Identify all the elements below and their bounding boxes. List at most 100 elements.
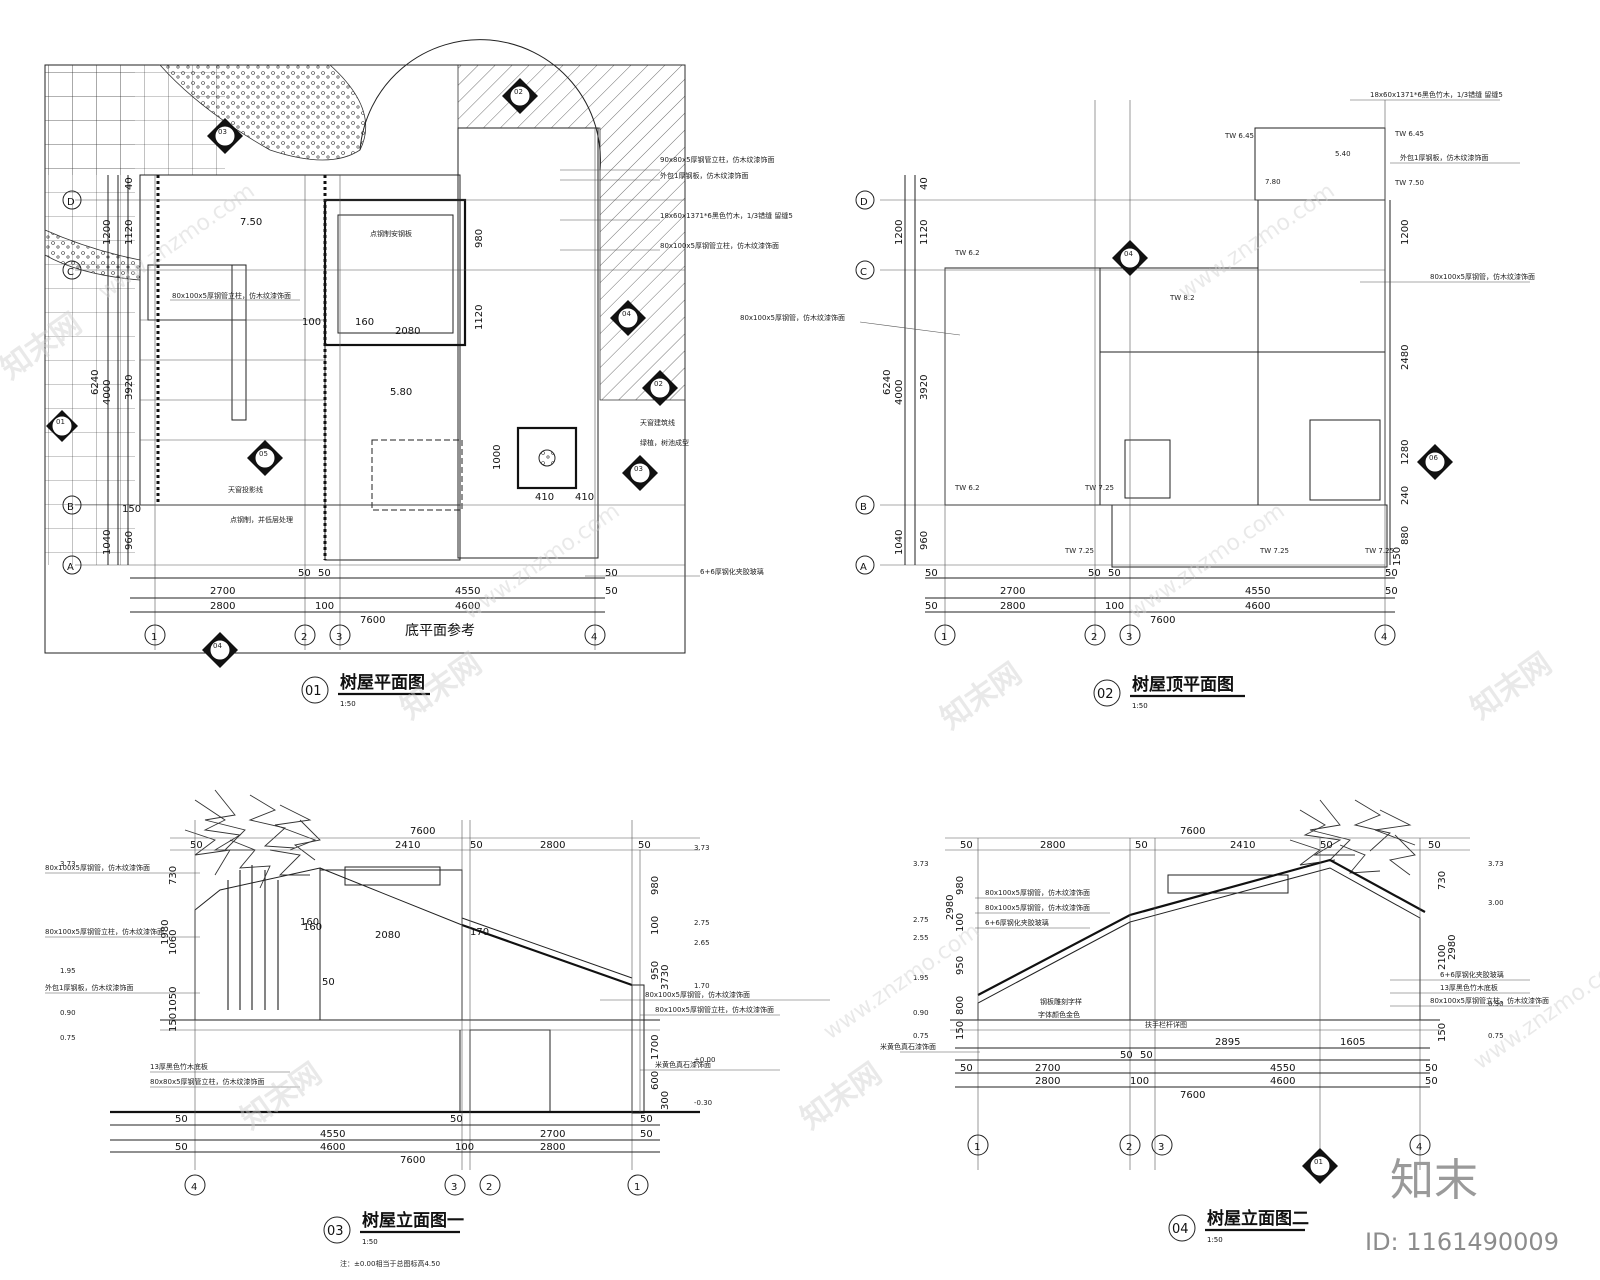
dim-text: 50 [470, 840, 483, 851]
watermark-cn: 知末网 [935, 656, 1029, 736]
dim-text: 50 [925, 568, 938, 579]
level-text: 1.95 [60, 967, 76, 975]
level-text: TW 7.50 [1394, 179, 1424, 187]
dim-text: 150 [122, 504, 141, 515]
dim-text: 170 [470, 927, 489, 938]
dim-text: 2700 [1035, 1063, 1060, 1074]
dim-text: 4550 [1245, 586, 1270, 597]
dim-text: 1980 [160, 920, 171, 945]
watermarks: 知末网 www.znzmo.com 知末网 www.znzmo.com 知末网 … [0, 179, 1600, 1256]
dim-text: 880 [1400, 526, 1411, 545]
dim-text: 100 [455, 1142, 474, 1153]
drawing-scale: 1:50 [340, 700, 356, 708]
callout: 80x100x5厚钢管，仿木纹漆饰面 [645, 990, 750, 999]
callout: 80x100x5厚钢管，仿木纹漆饰面 [985, 888, 1090, 897]
elevation-one-drawing [110, 789, 700, 1170]
grid-label: 3 [1158, 1142, 1164, 1153]
grid-label: 2 [1091, 632, 1097, 643]
level-text: 2.65 [694, 939, 710, 947]
callout: 米黄色真石漆饰面 [655, 1060, 711, 1069]
dim-text: 50 [175, 1114, 188, 1125]
callout: 90x80x5厚钢管立柱，仿木纹漆饰面 [660, 155, 775, 164]
dim-text: 100 [650, 916, 661, 935]
dim-text: 7600 [1180, 826, 1205, 837]
level-text: -0.30 [694, 1099, 712, 1107]
level-text: 0.90 [60, 1009, 76, 1017]
dim-text: 50 [1385, 586, 1398, 597]
dim-text: 2700 [540, 1129, 565, 1140]
section-tag: 05 [259, 450, 268, 458]
dim-text: 2100 [1437, 945, 1448, 970]
dim-text: 800 [955, 996, 966, 1015]
dim-text: 1280 [1400, 440, 1411, 465]
level-text: TW 8.2 [1169, 294, 1195, 302]
watermark-cn: 知末网 [795, 1056, 889, 1136]
drawing-title: 树屋立面图一 [362, 1210, 464, 1231]
dim-text: 6240 [882, 370, 893, 395]
dim-text: 7600 [360, 615, 385, 626]
watermark-en: www.znzmo.com [1174, 179, 1339, 305]
dim-text: 2800 [1035, 1076, 1060, 1087]
dim-text: 50 [925, 601, 938, 612]
dim-text: 50 [960, 840, 973, 851]
callout: 80x100x5厚钢管，仿木纹漆饰面 [740, 313, 845, 322]
plan-callouts: 90x80x5厚钢管立柱，仿木纹漆饰面 外包1厚钢板，仿木纹漆饰面 18x60x… [170, 155, 793, 577]
level-text: TW 7.25 [1259, 547, 1289, 555]
drawing-title: 树屋顶平面图 [1132, 675, 1234, 695]
level-text: TW 6.2 [954, 484, 980, 492]
grid-label: 4 [1381, 632, 1387, 643]
dim-text: 160 [303, 922, 322, 933]
dim-text: 7600 [1180, 1090, 1205, 1101]
dim-text: 1120 [474, 305, 485, 330]
level-text: TW 7.25 [1084, 484, 1114, 492]
grid-label: 2 [1126, 1142, 1132, 1153]
level-text: 5.40 [1335, 150, 1351, 158]
dim-text: 160 [300, 917, 319, 928]
brand-logo: 知末 [1390, 1155, 1478, 1206]
dim-text: 50 [1088, 568, 1101, 579]
dim-text: 2480 [1400, 345, 1411, 370]
drawing-number: 04 [1172, 1222, 1189, 1237]
dim-text: 1200 [102, 220, 113, 245]
plan-drawing [44, 39, 686, 654]
dim-text: 2980 [1447, 935, 1458, 960]
callout: 天窗投影线 [228, 485, 263, 494]
dim-text: 410 [575, 492, 594, 503]
level-text: 0.90 [1488, 1000, 1504, 1008]
roof-tags: 04 06 [1112, 240, 1453, 480]
dim-text: 50 [960, 1063, 973, 1074]
dim-text: 50 [640, 1129, 653, 1140]
callout: 6+6厚钢化夹胶玻璃 [985, 918, 1049, 927]
callout: 18x60x1371*6黑色竹木，1/3错缝 留缝5 [660, 211, 793, 220]
dim-text: 100 [1105, 601, 1124, 612]
dim-text: 410 [535, 492, 554, 503]
dim-text: 730 [1437, 871, 1448, 890]
elev1-title-block: 03 树屋立面图一 1:50 注：±0.00相当于总图标高4.50 [323, 1210, 464, 1268]
callout: 字体颜色金色 [1038, 1010, 1080, 1019]
dim-text: 100 [315, 601, 334, 612]
elev2-callouts: 80x100x5厚钢管，仿木纹漆饰面 80x100x5厚钢管，仿木纹漆饰面 6+… [880, 888, 1549, 1053]
dim-text: 980 [955, 876, 966, 895]
dim-text: 50 [1108, 568, 1121, 579]
watermark-en: www.znzmo.com [459, 499, 624, 625]
grid-label: B [860, 502, 867, 513]
grid-label: D [67, 197, 75, 208]
dim-text: 600 [650, 1071, 661, 1090]
dim-text: 50 [175, 1142, 188, 1153]
plan-dims: 2700 50 50 4550 50 2800 100 4600 50 7600… [90, 177, 618, 639]
grid-label: 3 [336, 632, 342, 643]
section-tag: 03 [218, 128, 227, 136]
elev1-axis: 4 3 2 1 [184, 1174, 649, 1196]
dim-text: 50 [605, 586, 618, 597]
grid-label: 3 [1126, 632, 1132, 643]
dim-text: 960 [919, 531, 930, 550]
dim-text: 40 [124, 177, 135, 190]
dim-text: 50 [322, 977, 335, 988]
drawing-title: 树屋立面图二 [1207, 1208, 1309, 1229]
level-text: 0.90 [913, 1009, 929, 1017]
grid-label: 1 [941, 632, 947, 643]
callout: 80x100x5厚钢管，仿木纹漆饰面 [985, 903, 1090, 912]
level-text: 0.75 [60, 1034, 76, 1042]
dim-text: 3920 [919, 375, 930, 400]
dim-text: 2800 [210, 601, 235, 612]
